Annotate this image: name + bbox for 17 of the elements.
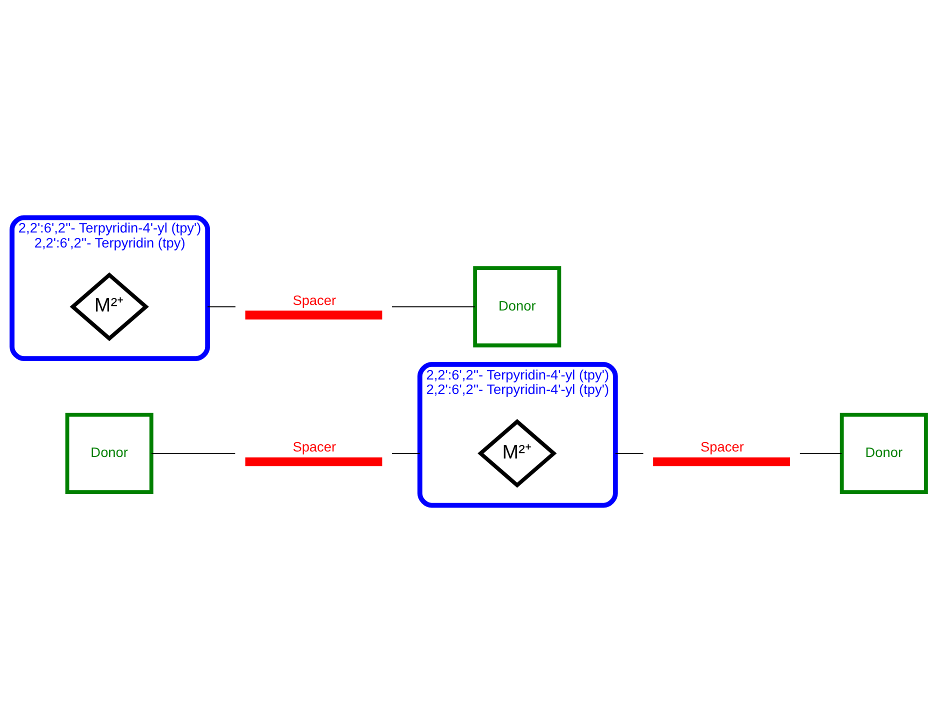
connector (207, 306, 236, 307)
node-diamond: M²⁺ (478, 418, 557, 488)
node-label: Spacer (292, 439, 336, 454)
node-box: Donor (473, 266, 562, 347)
connector (614, 452, 644, 454)
connector (392, 452, 420, 454)
connector (151, 452, 236, 454)
connector (392, 306, 476, 307)
node-label: Spacer (292, 292, 336, 308)
node-box (653, 456, 790, 466)
node-box: Donor (65, 412, 154, 494)
node-box (245, 310, 382, 319)
node-label: Spacer (700, 439, 744, 454)
connector (799, 452, 842, 454)
node-diamond: M²⁺ (70, 272, 149, 341)
node-box: Donor (840, 412, 928, 494)
node-box (245, 456, 382, 466)
